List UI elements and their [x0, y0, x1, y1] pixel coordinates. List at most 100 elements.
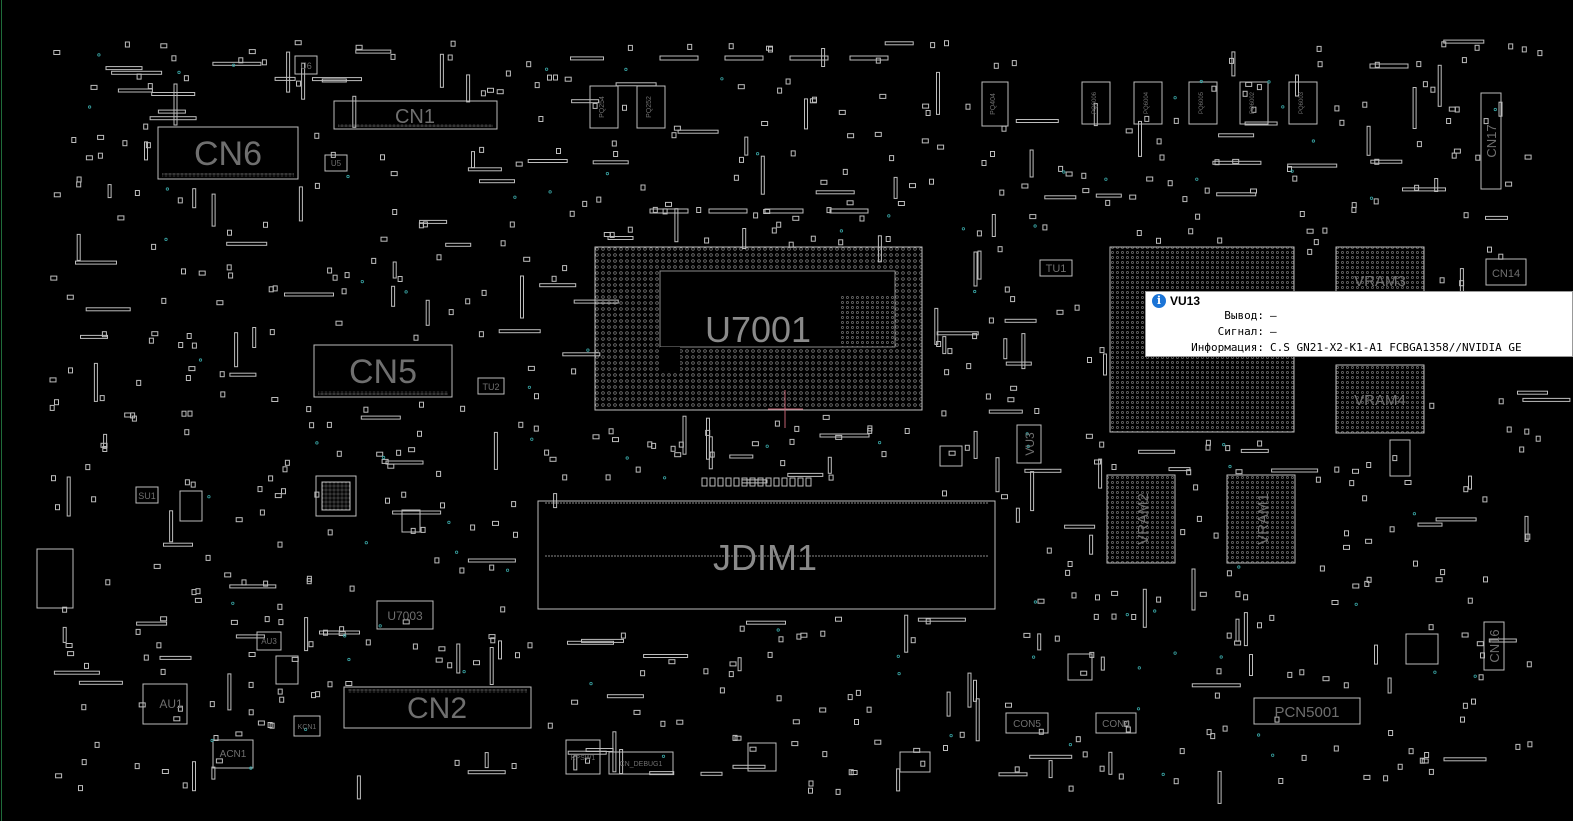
- passive-footprint: [1156, 237, 1161, 244]
- via-dot: [973, 289, 977, 294]
- passive-footprint: [1212, 160, 1262, 165]
- passive-footprint: [304, 617, 309, 652]
- passive-footprint: [1010, 385, 1018, 391]
- via-dot: [605, 172, 610, 176]
- passive-footprint: [1206, 729, 1212, 736]
- passive-footprint: [1173, 778, 1179, 785]
- passive-footprint: [777, 87, 783, 94]
- passive-footprint: [1195, 213, 1201, 220]
- passive-footprint: [356, 775, 361, 800]
- passive-footprint: [1366, 576, 1372, 583]
- passive-footprint: [1214, 159, 1220, 166]
- passive-footprint: [665, 201, 672, 207]
- via-dot: [1219, 655, 1223, 659]
- passive-footprint: [965, 103, 971, 110]
- passive-footprint: [1344, 530, 1349, 537]
- passive-footprint: [173, 716, 181, 722]
- passive-footprint: [729, 661, 737, 667]
- passive-footprint: [925, 110, 931, 116]
- via-dot: [624, 67, 628, 72]
- passive-footprint: [1218, 133, 1255, 138]
- via-dot: [961, 227, 966, 231]
- passive-footprint: [85, 155, 93, 161]
- passive-footprint: [335, 320, 343, 326]
- passive-footprint: [1167, 180, 1173, 187]
- passive-footprint: [1483, 118, 1489, 125]
- passive-footprint: [1118, 773, 1124, 780]
- passive-footprint: [1439, 277, 1445, 284]
- passive-footprint: [603, 232, 611, 237]
- passive-footprint: [1537, 50, 1543, 57]
- passive-footprint: [771, 227, 777, 234]
- passive-footprint: [881, 451, 887, 458]
- passive-footprint: [1416, 141, 1422, 148]
- passive-footprint: [480, 90, 486, 97]
- passive-footprint: [620, 632, 626, 639]
- passive-footprint: [492, 520, 499, 526]
- passive-footprint: [659, 55, 699, 61]
- cn1-outline: [333, 100, 498, 130]
- passive-footprint: [493, 431, 498, 470]
- passive-footprint: [854, 719, 859, 725]
- passive-footprint: [422, 221, 428, 228]
- passive-footprint: [773, 477, 780, 487]
- passive-footprint: [884, 41, 914, 46]
- passive-footprint: [1483, 576, 1488, 583]
- passive-footprint: [995, 457, 1000, 493]
- passive-footprint: [677, 129, 719, 134]
- passive-footprint: [1082, 751, 1088, 758]
- vram4-label: VRAM4: [1354, 392, 1406, 409]
- passive-footprint: [101, 331, 107, 338]
- via-dot: [1493, 107, 1497, 112]
- passive-footprint: [511, 501, 517, 508]
- passive-footprint: [248, 681, 254, 688]
- passive-footprint: [306, 406, 312, 413]
- passive-footprint: [291, 656, 299, 662]
- passive-footprint: [930, 42, 936, 49]
- passive-footprint: [191, 342, 197, 349]
- passive-footprint: [785, 78, 791, 85]
- via-dot: [232, 63, 236, 67]
- passive-footprint: [1243, 612, 1248, 647]
- passive-footprint: [1322, 676, 1330, 682]
- passive-footprint: [647, 441, 653, 448]
- passive-footprint: [993, 62, 999, 69]
- passive-footprint: [75, 260, 117, 265]
- passive-footprint: [760, 155, 765, 195]
- passive-footprint: [1315, 476, 1321, 483]
- passive-footprint: [1535, 435, 1541, 442]
- passive-footprint: [1352, 583, 1360, 589]
- passive-footprint: [1287, 671, 1293, 678]
- passive-footprint: [1339, 119, 1345, 126]
- passive-footprint: [611, 140, 617, 147]
- via-dot: [1222, 442, 1226, 447]
- passive-footprint: [76, 181, 82, 188]
- passive-footprint: [805, 477, 812, 487]
- passive-footprint: [450, 40, 456, 47]
- passive-footprint: [68, 367, 73, 374]
- passive-footprint: [327, 267, 333, 274]
- passive-footprint: [1306, 228, 1314, 234]
- passive-footprint: [238, 57, 244, 64]
- passive-footprint: [534, 82, 540, 89]
- passive-footprint: [538, 116, 544, 122]
- passive-footprint: [753, 212, 759, 219]
- passive-footprint: [1485, 215, 1508, 220]
- passive-footprint: [728, 671, 734, 678]
- passive-footprint: [1024, 468, 1062, 473]
- passive-footprint: [227, 673, 232, 711]
- passive-footprint: [277, 603, 283, 610]
- passive-footprint: [972, 333, 978, 340]
- passive-footprint: [392, 209, 398, 215]
- passive-footprint: [1349, 480, 1355, 487]
- passive-footprint: [925, 618, 931, 625]
- passive-footprint: [181, 410, 187, 417]
- via-dot: [1433, 670, 1437, 674]
- passive-footprint: [737, 657, 742, 672]
- cn14-label: CN14: [1492, 268, 1520, 280]
- passive-footprint: [1316, 45, 1322, 52]
- passive-footprint: [879, 93, 887, 99]
- passive-footprint: [306, 578, 312, 585]
- passive-footprint: [929, 178, 934, 185]
